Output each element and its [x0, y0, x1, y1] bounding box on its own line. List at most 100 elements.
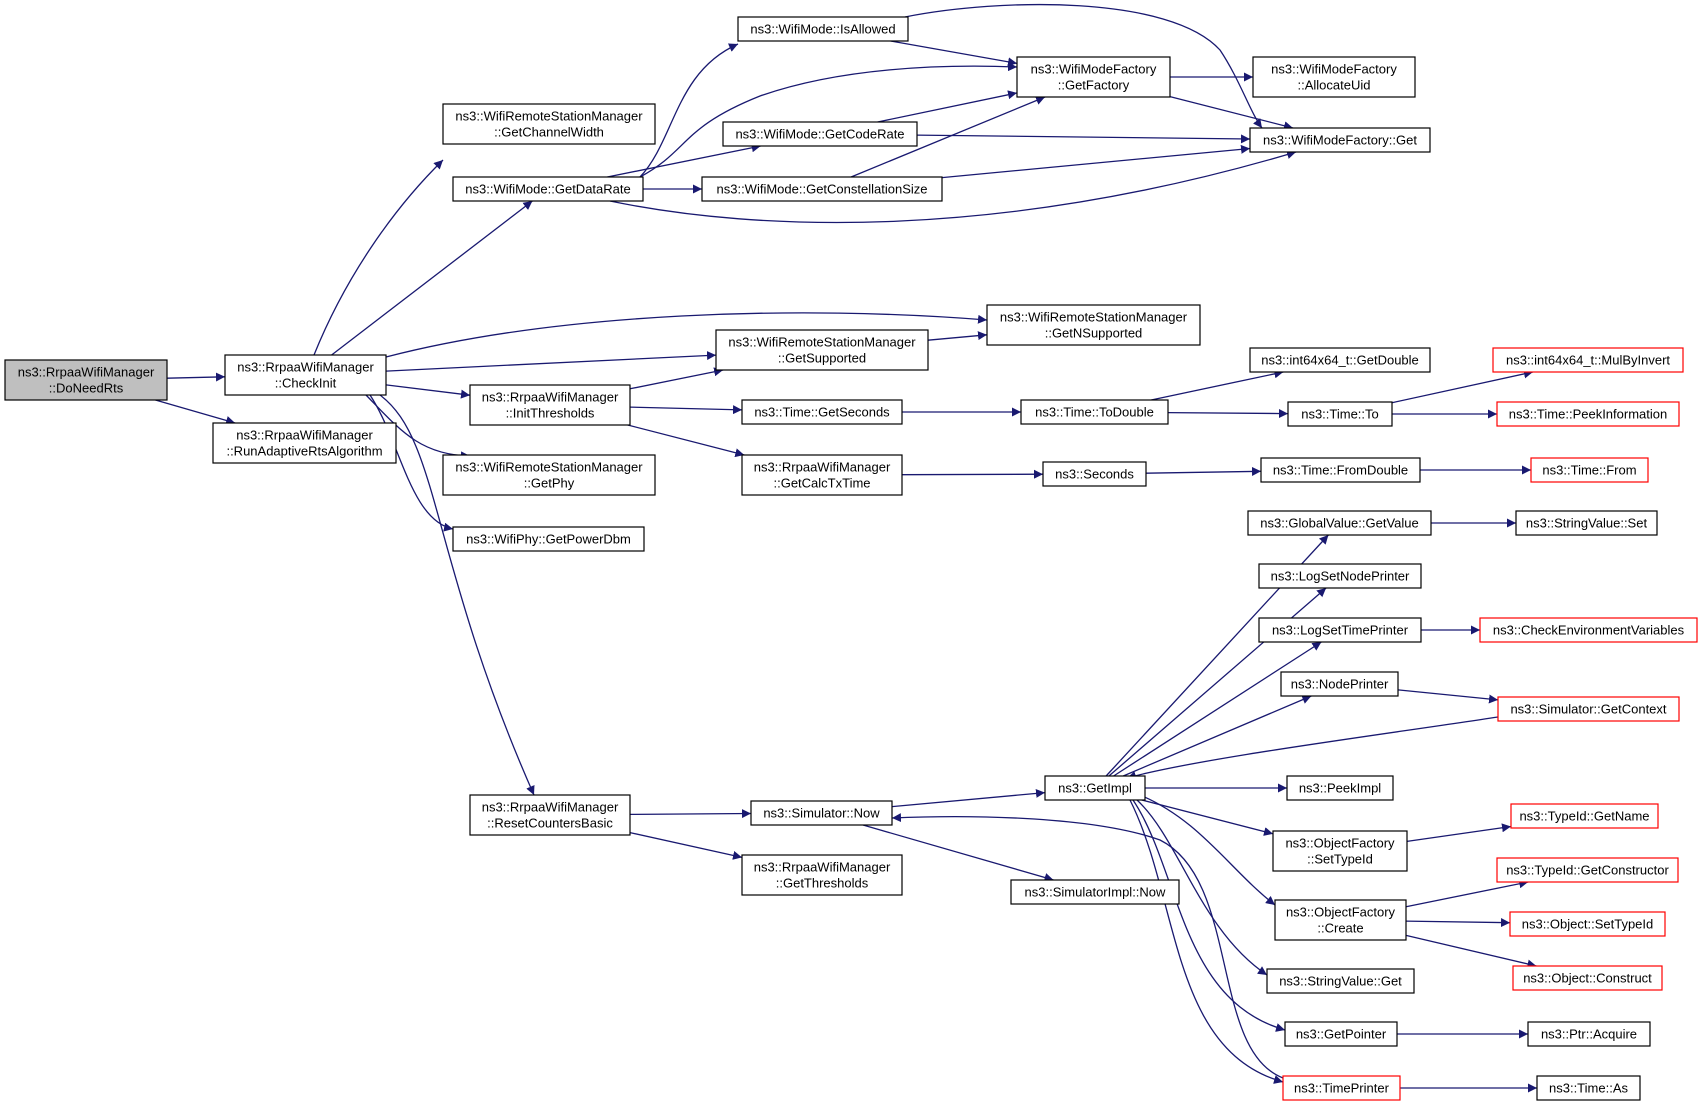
node-logsettimeprinter[interactable]: ns3::LogSetTimePrinter: [1258, 617, 1422, 643]
node-label: ns3::GetImpl: [1058, 781, 1132, 796]
node-gvgetvalue[interactable]: ns3::GlobalValue::GetValue: [1247, 510, 1432, 536]
node-box: [1247, 510, 1432, 536]
node-getdatarate[interactable]: ns3::WifiMode::GetDataRate: [452, 176, 644, 202]
node-box: [1496, 401, 1680, 427]
node-box: [1497, 696, 1680, 722]
edge-checkinit-to-getchannelwidth: [313, 159, 444, 356]
edge-isallowed-to-getfactory: [890, 40, 1018, 67]
node-label: ns3::NodePrinter: [1291, 677, 1389, 692]
node-stringvalueset[interactable]: ns3::StringValue::Set: [1515, 510, 1658, 536]
node-getcalctxtime[interactable]: ns3::RrpaaWifiManager::GetCalcTxTime: [741, 454, 903, 496]
node-nodeprinter[interactable]: ns3::NodePrinter: [1280, 671, 1399, 697]
node-simgetcontext[interactable]: ns3::Simulator::GetContext: [1497, 696, 1680, 722]
node-logsetnodeprinter[interactable]: ns3::LogSetNodePrinter: [1258, 563, 1422, 589]
node-box: [1249, 127, 1431, 153]
node-doneedrts[interactable]: ns3::RrpaaWifiManager::DoNeedRts: [4, 359, 168, 401]
node-objconstruct[interactable]: ns3::Object::Construct: [1512, 965, 1663, 991]
node-timeto[interactable]: ns3::Time::To: [1287, 401, 1393, 427]
edge-doneedrts-to-checkinit: [166, 372, 226, 382]
node-getfactory[interactable]: ns3::WifiModeFactory::GetFactory: [1016, 56, 1171, 98]
node-label: ns3::RrpaaWifiManager: [754, 860, 891, 875]
node-label: ns3::ObjectFactory: [1285, 836, 1395, 851]
node-label: ::GetCalcTxTime: [773, 476, 870, 491]
node-box: [1515, 510, 1658, 536]
edge-getimpl-to-nodeprinter: [1122, 695, 1312, 777]
node-ptracquire[interactable]: ns3::Ptr::Acquire: [1527, 1021, 1651, 1047]
node-isallowed[interactable]: ns3::WifiMode::IsAllowed: [737, 16, 909, 42]
node-peekinformation[interactable]: ns3::Time::PeekInformation: [1496, 401, 1680, 427]
node-fromdouble[interactable]: ns3::Time::FromDouble: [1260, 457, 1421, 483]
node-box: [986, 304, 1201, 346]
node-label: ns3::SimulatorImpl::Now: [1025, 885, 1166, 900]
edge-checkinit-to-resetcounters: [379, 394, 535, 796]
node-label: ::SetTypeId: [1307, 852, 1373, 867]
node-label: ns3::WifiMode::GetDataRate: [465, 182, 630, 197]
node-box: [469, 384, 631, 426]
edge-getimpl-to-ofsettypeid: [1141, 799, 1274, 836]
node-box: [1258, 617, 1422, 643]
edge-getconstellationsize-to-getfactory: [850, 96, 1046, 178]
edge-getimpl-to-logsettimeprinter: [1113, 641, 1322, 777]
node-box: [1496, 857, 1679, 883]
node-box: [212, 422, 397, 464]
node-checkinit[interactable]: ns3::RrpaaWifiManager::CheckInit: [224, 354, 387, 396]
node-getpointer[interactable]: ns3::GetPointer: [1284, 1021, 1398, 1047]
node-wmfget[interactable]: ns3::WifiModeFactory::Get: [1249, 127, 1431, 153]
node-label: ns3::StringValue::Set: [1526, 516, 1648, 531]
node-label: ns3::TimePrinter: [1294, 1081, 1390, 1096]
node-ofcreate[interactable]: ns3::ObjectFactory::Create: [1274, 899, 1407, 941]
node-typeidgetname[interactable]: ns3::TypeId::GetName: [1510, 803, 1659, 829]
node-mulbyinvert[interactable]: ns3::int64x64_t::MulByInvert: [1492, 347, 1684, 373]
node-getseconds[interactable]: ns3::Time::GetSeconds: [741, 399, 903, 425]
node-allocateuid[interactable]: ns3::WifiModeFactory::AllocateUid: [1252, 56, 1416, 98]
edge-ofsettypeid-to-typeidgetname: [1406, 823, 1512, 843]
edge-initthresholds-to-getsupported: [629, 367, 724, 390]
node-label: ::GetChannelWidth: [494, 125, 604, 140]
node-box: [452, 526, 645, 552]
node-getconstellationsize[interactable]: ns3::WifiMode::GetConstellationSize: [701, 176, 943, 202]
edge-simnow-to-getimpl: [891, 788, 1046, 808]
edge-checkinit-to-initthresholds: [385, 384, 471, 399]
node-timefrom[interactable]: ns3::Time::From: [1530, 457, 1649, 483]
node-getnsupported[interactable]: ns3::WifiRemoteStationManager::GetNSuppo…: [986, 304, 1201, 346]
node-objsettypeid[interactable]: ns3::Object::SetTypeId: [1509, 911, 1666, 937]
node-seconds[interactable]: ns3::Seconds: [1042, 461, 1147, 487]
node-label: ::GetPhy: [524, 476, 575, 491]
node-label: ns3::Time::PeekInformation: [1509, 407, 1667, 422]
node-label: ns3::TypeId::GetName: [1519, 809, 1649, 824]
node-todouble[interactable]: ns3::Time::ToDouble: [1020, 399, 1169, 425]
node-label: ns3::Seconds: [1055, 467, 1134, 482]
node-getcoderate[interactable]: ns3::WifiMode::GetCodeRate: [722, 121, 918, 147]
node-getsupported[interactable]: ns3::WifiRemoteStationManager::GetSuppor…: [715, 329, 929, 371]
edge-timeprinter-to-simnow: [891, 813, 1284, 1079]
node-runadaptive[interactable]: ns3::RrpaaWifiManager::RunAdaptiveRtsAlg…: [212, 422, 397, 464]
node-ofsettypeid[interactable]: ns3::ObjectFactory::SetTypeId: [1272, 830, 1408, 872]
node-peekimpl[interactable]: ns3::PeekImpl: [1286, 775, 1394, 801]
node-initthresholds[interactable]: ns3::RrpaaWifiManager::InitThresholds: [469, 384, 631, 426]
node-stringvalueget[interactable]: ns3::StringValue::Get: [1266, 968, 1415, 994]
node-getpowerdbm[interactable]: ns3::WifiPhy::GetPowerDbm: [452, 526, 645, 552]
node-box: [1512, 965, 1663, 991]
node-simimplnow[interactable]: ns3::SimulatorImpl::Now: [1010, 879, 1180, 905]
node-resetcounters[interactable]: ns3::RrpaaWifiManager::ResetCountersBasi…: [469, 794, 631, 836]
node-simnow[interactable]: ns3::Simulator::Now: [750, 800, 893, 826]
node-timeprinter[interactable]: ns3::TimePrinter: [1282, 1075, 1401, 1101]
edge-getcoderate-to-getfactory: [877, 90, 1018, 123]
node-getphy[interactable]: ns3::WifiRemoteStationManager::GetPhy: [442, 454, 656, 496]
node-i64getdouble[interactable]: ns3::int64x64_t::GetDouble: [1249, 347, 1431, 373]
node-label: ns3::WifiMode::GetCodeRate: [735, 127, 904, 142]
node-label: ns3::WifiModeFactory::Get: [1263, 133, 1417, 148]
node-getimpl[interactable]: ns3::GetImpl: [1044, 775, 1146, 801]
node-checkenv[interactable]: ns3::CheckEnvironmentVariables: [1479, 617, 1698, 643]
node-label: ::AllocateUid: [1298, 78, 1371, 93]
node-box: [1287, 401, 1393, 427]
node-timeas[interactable]: ns3::Time::As: [1536, 1075, 1641, 1101]
node-box: [1284, 1021, 1398, 1047]
node-typeidgetconstructor[interactable]: ns3::TypeId::GetConstructor: [1496, 857, 1679, 883]
node-label: ns3::GetPointer: [1296, 1027, 1387, 1042]
edge-getconstellationsize-to-wmfget: [941, 144, 1251, 179]
node-getthresholds[interactable]: ns3::RrpaaWifiManager::GetThresholds: [741, 854, 903, 896]
node-label: ns3::TypeId::GetConstructor: [1506, 863, 1669, 878]
node-getchannelwidth[interactable]: ns3::WifiRemoteStationManager::GetChanne…: [442, 103, 656, 145]
